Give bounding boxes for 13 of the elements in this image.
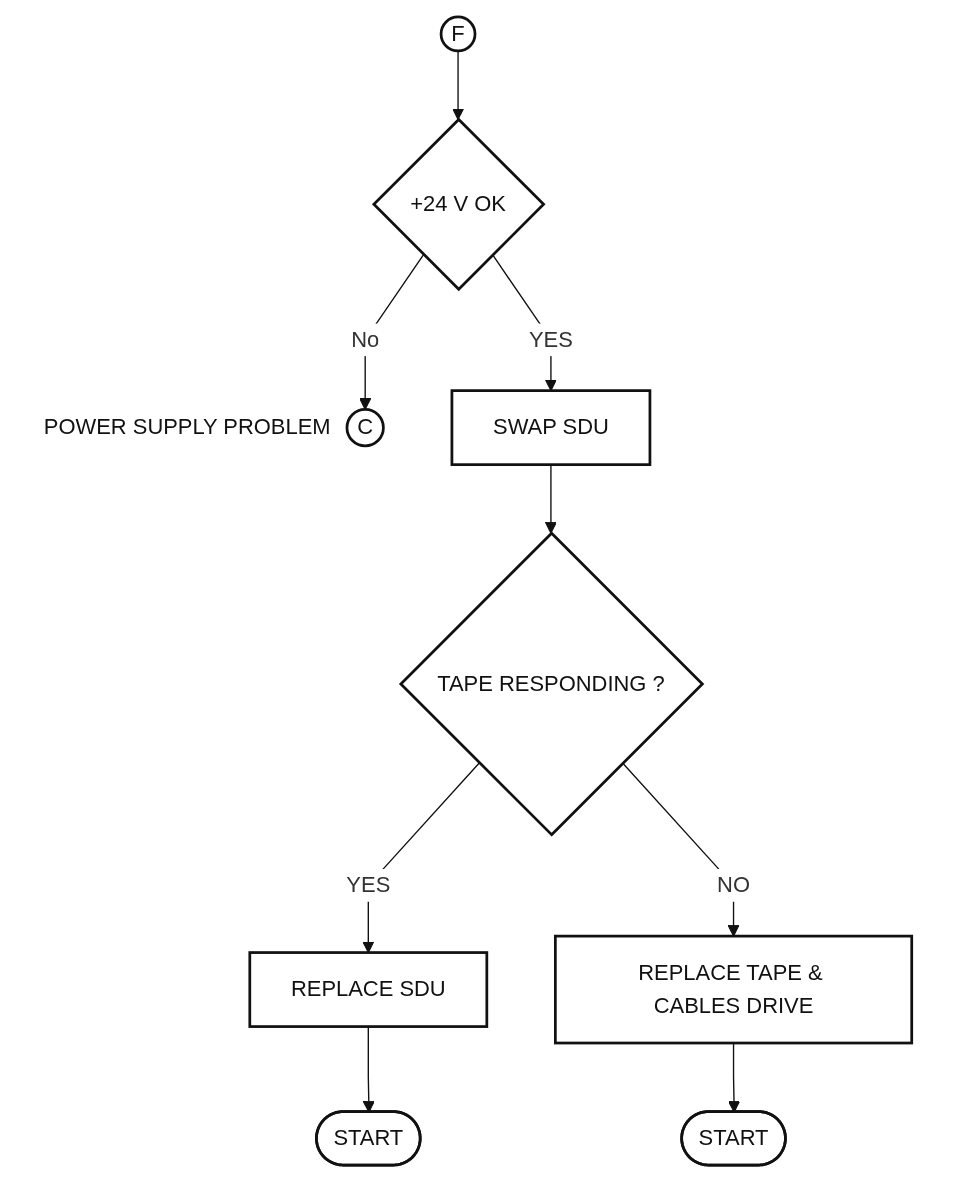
node-diamond: TAPE RESPONDING ? bbox=[399, 531, 705, 837]
node-box: REPLACE TAPE & CABLES DRIVE bbox=[554, 934, 914, 1045]
node-box: REPLACE SDU bbox=[248, 951, 489, 1028]
edge-label: NO bbox=[717, 873, 751, 897]
edge-label: YES bbox=[346, 873, 391, 897]
node-diamond: +24 V OK bbox=[372, 117, 546, 292]
edge-label: YES bbox=[529, 327, 574, 351]
node-note: POWER SUPPLY PROBLEM bbox=[44, 414, 331, 440]
node-circle: F bbox=[439, 15, 477, 53]
node-box: SWAP SDU bbox=[450, 389, 652, 466]
node-circle: C bbox=[345, 408, 385, 448]
arrow bbox=[452, 50, 465, 120]
edge-label: No bbox=[351, 327, 380, 351]
